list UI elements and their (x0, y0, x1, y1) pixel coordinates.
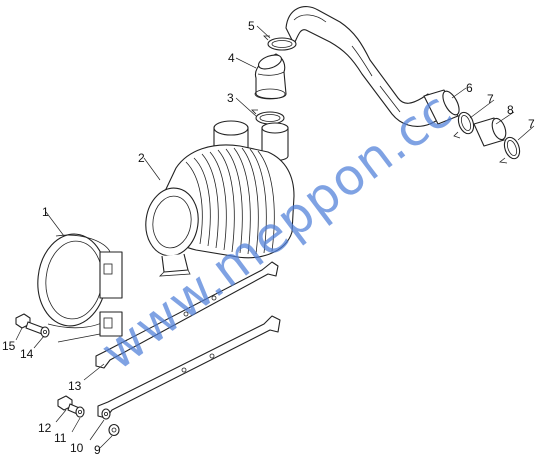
filter-bracket-1 (37, 233, 123, 343)
label-1: 1 (42, 205, 49, 219)
hose-clamp-5 (263, 35, 297, 51)
label-9: 9 (94, 443, 101, 456)
label-14: 14 (20, 347, 34, 361)
washer-11 (75, 406, 85, 418)
rubber-elbow-4 (254, 53, 287, 100)
air-filter-body-2 (145, 120, 295, 277)
hose-clamp-3 (251, 109, 285, 125)
label-6: 6 (466, 81, 473, 95)
washer-10 (101, 408, 111, 420)
nut-9 (108, 423, 120, 437)
hose-sleeve-6 (423, 89, 460, 125)
label-11: 11 (54, 431, 67, 445)
label-2: 2 (138, 151, 145, 165)
label-10: 10 (70, 441, 84, 455)
label-3: 3 (227, 91, 234, 105)
label-15: 15 (2, 339, 16, 353)
connector-tube-8 (473, 117, 507, 147)
strap-13-upper (95, 261, 279, 369)
label-13: 13 (68, 379, 82, 393)
label-12: 12 (38, 421, 52, 435)
hose-clamp-7b (499, 136, 521, 164)
leader-lines (15, 25, 535, 449)
label-5: 5 (248, 19, 255, 33)
label-7b: 7 (528, 117, 535, 131)
washer-14 (40, 326, 50, 338)
label-4: 4 (228, 51, 235, 65)
label-7a: 7 (487, 92, 494, 106)
hose-clamp-7a (453, 111, 475, 139)
label-8: 8 (507, 103, 514, 117)
